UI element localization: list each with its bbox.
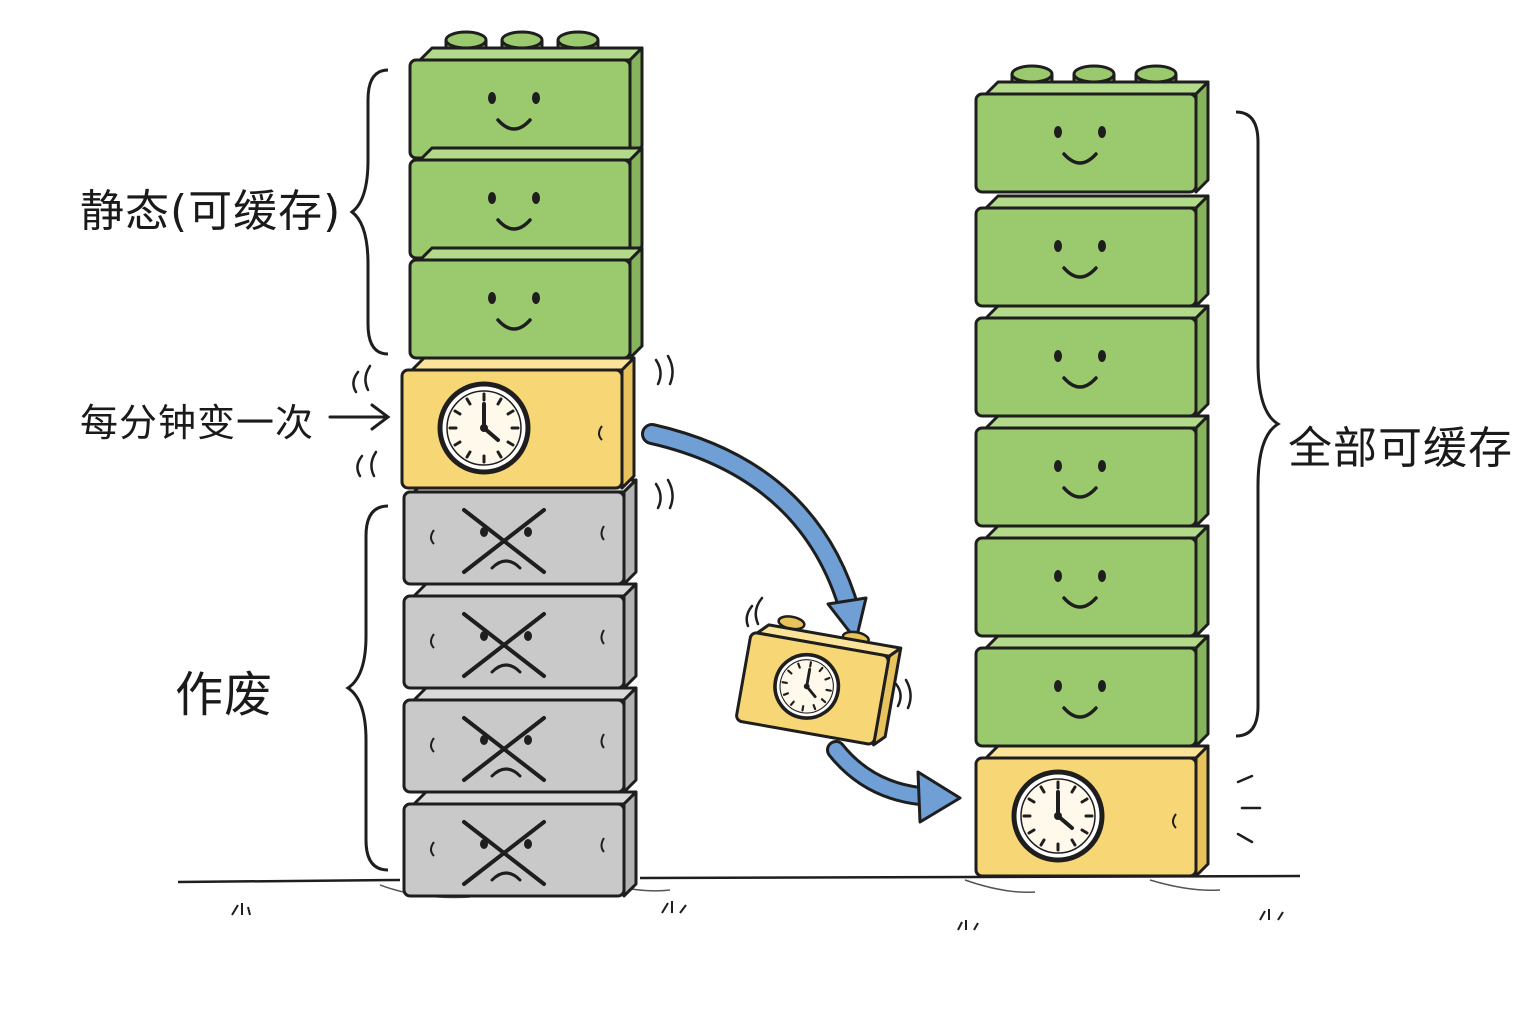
cacheable-block xyxy=(974,80,1210,194)
invalidated-block xyxy=(402,478,638,586)
static-cacheable-label: 静态(可缓存) xyxy=(80,186,342,237)
cacheable-block xyxy=(974,524,1210,638)
static-block xyxy=(408,246,644,360)
move-arrow xyxy=(641,423,868,642)
dynamic-clock-block xyxy=(976,746,1208,876)
cacheable-block xyxy=(974,304,1210,418)
dynamic-clock-block xyxy=(402,358,634,488)
invalidated-label: 作废 xyxy=(175,667,274,723)
cacheable-block xyxy=(974,634,1210,748)
drop-arrow xyxy=(826,740,962,824)
right-stack xyxy=(974,64,1262,876)
cacheable-block xyxy=(974,194,1210,308)
moving-clock-block xyxy=(735,615,903,747)
cacheable-brace xyxy=(1235,110,1281,738)
pointer-arrow xyxy=(328,403,391,431)
static-block xyxy=(408,146,644,260)
all-cacheable-label: 全部可缓存 xyxy=(1288,423,1513,474)
invalidated-block xyxy=(402,790,638,898)
wiggle-marks xyxy=(352,354,674,510)
invalidated-block xyxy=(402,582,638,690)
invalidated-brace xyxy=(345,504,389,872)
changes-every-minute-label: 每分钟变一次 xyxy=(80,401,315,445)
invalidated-block xyxy=(402,686,638,794)
static-brace xyxy=(349,68,389,356)
left-stack xyxy=(352,30,674,898)
cacheable-block xyxy=(974,414,1210,528)
static-block xyxy=(408,46,644,160)
